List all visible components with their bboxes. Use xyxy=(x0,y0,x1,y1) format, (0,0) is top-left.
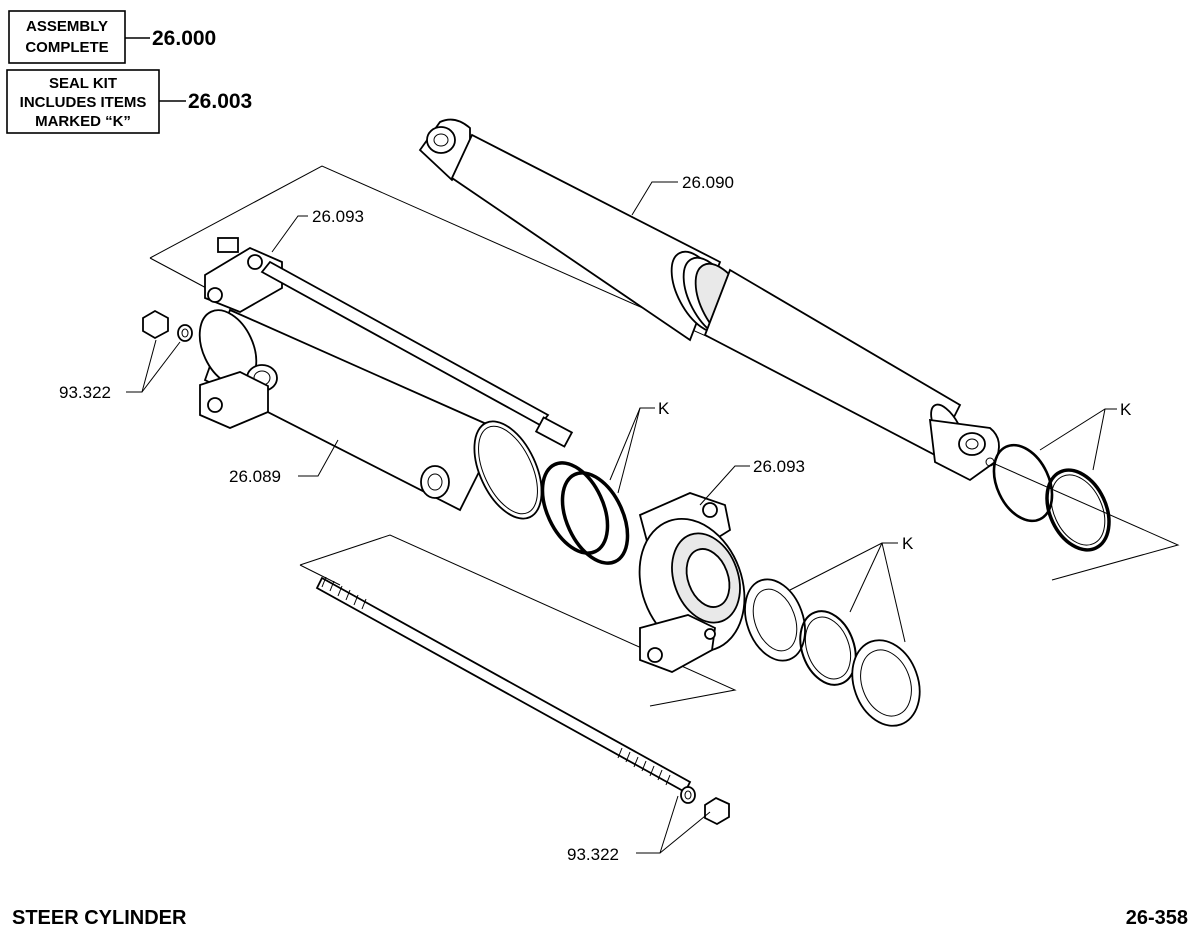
page-number: 26-358 xyxy=(1126,907,1188,929)
assembly-part-number: 26.000 xyxy=(152,27,216,50)
callout-kit-mark-2: K xyxy=(1120,400,1132,419)
rod-end-seals xyxy=(992,443,1111,552)
callout-hardware-top: 93.322 xyxy=(59,383,111,402)
cylinder-barrel-assembly xyxy=(198,237,574,520)
diagram-title: STEER CYLINDER xyxy=(12,907,187,929)
assembly-label-line1: ASSEMBLY xyxy=(26,18,108,35)
callout-end-cap-bottom: 26.093 xyxy=(753,457,805,476)
seal-kit-part-number: 26.003 xyxy=(188,90,252,113)
piston-rod-assembly xyxy=(418,118,1000,482)
callout-kit-mark-3: K xyxy=(902,534,914,553)
callout-barrel: 26.089 xyxy=(229,467,281,486)
assembly-label-line2: COMPLETE xyxy=(25,39,108,56)
hardware-upper xyxy=(142,309,193,342)
seal-kit-label-line3: MARKED “K” xyxy=(35,113,131,130)
seal-kit-label-line1: SEAL KIT xyxy=(49,75,117,92)
leader-lines xyxy=(126,181,1117,854)
callout-rod: 26.090 xyxy=(682,173,734,192)
end-cap-gland xyxy=(638,492,746,673)
gland-seals xyxy=(744,578,921,727)
seal-kit-legend: SEAL KIT INCLUDES ITEMS MARKED “K” 26.00… xyxy=(6,69,252,134)
hardware-lower xyxy=(680,786,730,826)
seal-kit-label-line2: INCLUDES ITEMS xyxy=(20,94,147,111)
callout-end-cap-top: 26.093 xyxy=(312,207,364,226)
o-ring-pair-barrel xyxy=(540,461,630,565)
tie-rod xyxy=(315,576,692,794)
callout-kit-mark-1: K xyxy=(658,399,670,418)
assembly-complete-legend: ASSEMBLY COMPLETE 26.000 xyxy=(8,10,216,64)
callout-hardware-bottom: 93.322 xyxy=(567,845,619,864)
